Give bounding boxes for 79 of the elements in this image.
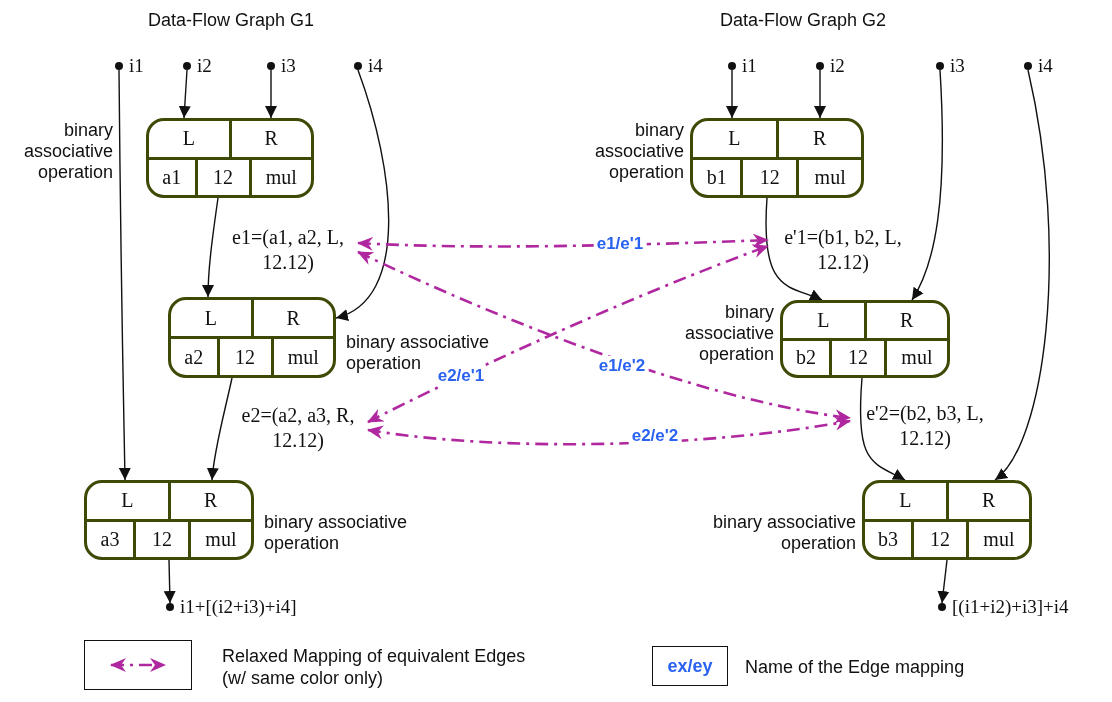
legend-text: Name of the Edge mapping <box>745 656 966 678</box>
record-field: 12 <box>194 159 249 195</box>
record-field: 12 <box>133 521 188 557</box>
arrow <box>265 69 277 119</box>
input-label: i3 <box>950 55 965 77</box>
arrow <box>859 377 906 481</box>
input-label: i4 <box>368 55 383 77</box>
input-label: i1 <box>742 55 757 77</box>
record-box <box>862 480 1032 560</box>
mapping-name-sample: ex/ey <box>652 646 728 686</box>
arrow <box>911 69 943 301</box>
graph-title: Data-Flow Graph G2 <box>720 10 887 31</box>
record-field: 12 <box>911 521 966 557</box>
record-field: R <box>228 121 311 157</box>
mapping-arrow <box>357 250 851 423</box>
input-label: i4 <box>1038 55 1053 77</box>
arrow <box>937 559 950 604</box>
operation-note: binary associative operation <box>593 120 684 183</box>
record-field: L <box>783 303 864 338</box>
edge-label: e2/e'2 <box>628 426 682 446</box>
input-label: i2 <box>830 55 845 77</box>
record-field: mul <box>965 521 1029 557</box>
arrow <box>726 69 738 119</box>
arrow <box>994 69 1050 481</box>
record-box <box>146 118 314 198</box>
arrow <box>335 69 390 320</box>
mapping-arrow <box>367 416 851 446</box>
record-field: mul <box>796 159 861 195</box>
record-field: 12 <box>216 339 271 375</box>
legend-text: Relaxed Mapping of equivalent Edges (w/ same color only) <box>222 645 527 689</box>
output-expression: i1+[(i2+i3)+i4] <box>180 596 297 618</box>
arrow <box>765 197 823 301</box>
input-label: i1 <box>129 55 144 77</box>
arrow <box>207 377 233 481</box>
record-field: a3 <box>87 521 134 557</box>
arrow <box>163 559 176 604</box>
arrow <box>202 197 219 298</box>
record-field: mul <box>270 339 333 375</box>
record-field: a2 <box>171 339 217 375</box>
record-field: b3 <box>865 521 912 557</box>
record-field: R <box>775 121 861 157</box>
operation-note: binary associative operation <box>264 512 409 554</box>
record-field: R <box>945 483 1029 519</box>
arrow <box>118 69 131 481</box>
operation-note: binary associative operation <box>683 302 774 365</box>
edge-tuple-label: e'2=(b2, b3, L, 12.12) <box>850 398 1000 456</box>
operation-note: binary associative operation <box>22 120 113 183</box>
record-field: 12 <box>829 340 884 375</box>
record-box <box>84 480 254 560</box>
record-field: mul <box>883 340 947 375</box>
record-box <box>690 118 864 198</box>
record-box <box>168 297 336 378</box>
edge-tuple-label: e'1=(b1, b2, L, 12.12) <box>768 222 918 278</box>
record-field: R <box>167 483 251 519</box>
input-label: i2 <box>197 55 212 77</box>
arrow <box>178 69 191 119</box>
output-expression: [(i1+i2)+i3]+i4 <box>952 596 1069 618</box>
record-field: 12 <box>740 159 797 195</box>
record-field: R <box>250 300 333 336</box>
edge-tuple-label: e2=(a2, a3, R, 12.12) <box>228 400 368 458</box>
record-field: b1 <box>693 159 741 195</box>
edge-tuple-label: e1=(a1, a2, L, 12.12) <box>218 222 358 278</box>
record-field: L <box>693 121 776 157</box>
arrow <box>814 69 826 119</box>
record-field: R <box>863 303 947 338</box>
input-label: i3 <box>281 55 296 77</box>
record-box <box>780 300 950 378</box>
record-field: b2 <box>783 340 830 375</box>
record-field: L <box>171 300 251 336</box>
record-field: a1 <box>149 159 195 195</box>
record-field: mul <box>187 521 251 557</box>
record-field: L <box>149 121 229 157</box>
mapping-arrow <box>367 244 769 424</box>
operation-note: binary associative operation <box>711 512 856 554</box>
graph-title: Data-Flow Graph G1 <box>148 10 315 31</box>
record-field: mul <box>248 159 311 195</box>
record-field: L <box>865 483 946 519</box>
mapping-arrow <box>357 233 769 251</box>
record-field: L <box>87 483 168 519</box>
